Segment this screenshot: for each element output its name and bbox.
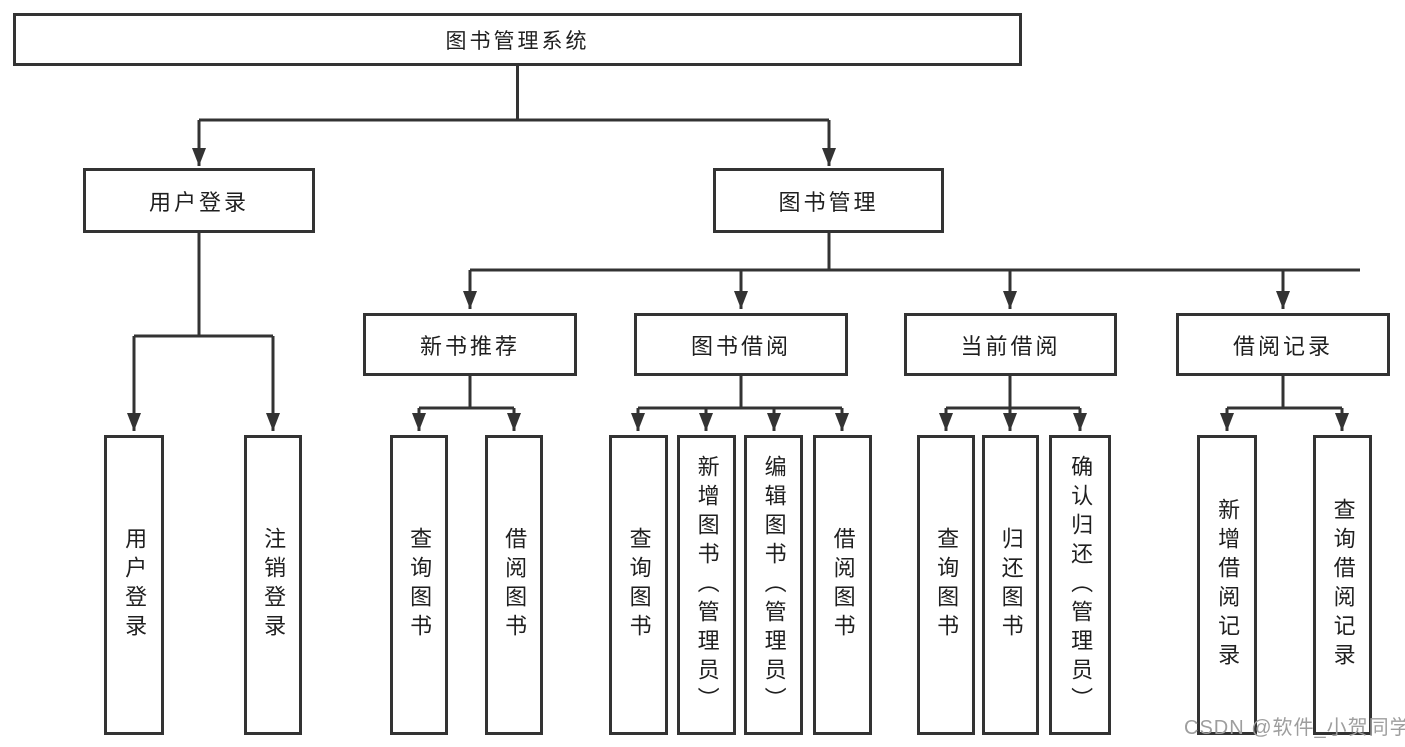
leaf-label: 查询图书 (626, 527, 652, 643)
leaf-query-books-recommend: 查询图书 (390, 435, 448, 735)
leaf-borrow-books-borrowing: 借阅图书 (813, 435, 872, 735)
node-borrow-records: 借阅记录 (1176, 313, 1390, 376)
leaf-label: 查询图书 (934, 527, 960, 643)
leaf-label: 新增借阅记录 (1215, 498, 1241, 672)
leaf-label: 编辑图书（管理员） (761, 454, 787, 716)
leaf-edit-books-admin: 编辑图书（管理员） (744, 435, 803, 735)
leaf-borrow-books-recommend: 借阅图书 (485, 435, 543, 735)
leaf-add-borrow-record: 新增借阅记录 (1197, 435, 1257, 735)
leaf-label: 确认归还（管理员） (1068, 454, 1094, 716)
leaf-label: 查询借阅记录 (1330, 498, 1356, 672)
leaf-return-books: 归还图书 (982, 435, 1039, 735)
node-label: 用户登录 (148, 189, 249, 215)
node-book-management: 图书管理 (713, 168, 944, 233)
node-user-login: 用户登录 (83, 168, 315, 233)
leaf-query-borrow-record: 查询借阅记录 (1313, 435, 1372, 735)
leaf-label: 查询图书 (407, 527, 433, 643)
node-label: 新书推荐 (419, 333, 520, 359)
node-current-borrowing: 当前借阅 (904, 313, 1117, 376)
node-label: 当前借阅 (960, 333, 1061, 359)
node-book-borrowing: 图书借阅 (634, 313, 848, 376)
leaf-user-login: 用户登录 (104, 435, 164, 735)
leaf-query-books-current: 查询图书 (917, 435, 975, 735)
leaf-query-books-borrowing: 查询图书 (609, 435, 668, 735)
leaf-label: 借阅图书 (502, 527, 528, 643)
leaf-label: 注销登录 (261, 527, 287, 643)
leaf-label: 归还图书 (998, 527, 1024, 643)
node-root-label: 图书管理系统 (445, 29, 590, 53)
leaf-add-books-admin: 新增图书（管理员） (677, 435, 736, 735)
csdn-watermark: CSDN @软件_小贺同学 (1184, 717, 1405, 739)
leaf-label: 用户登录 (122, 527, 148, 643)
leaf-confirm-return-admin: 确认归还（管理员） (1049, 435, 1111, 735)
node-root-system: 图书管理系统 (13, 13, 1022, 66)
node-new-book-recommend: 新书推荐 (363, 313, 577, 376)
node-label: 图书管理 (778, 189, 879, 215)
leaf-logout: 注销登录 (244, 435, 302, 735)
node-label: 借阅记录 (1232, 333, 1333, 359)
leaf-label: 新增图书（管理员） (694, 454, 720, 716)
leaf-label: 借阅图书 (830, 527, 856, 643)
node-label: 图书借阅 (690, 333, 791, 359)
